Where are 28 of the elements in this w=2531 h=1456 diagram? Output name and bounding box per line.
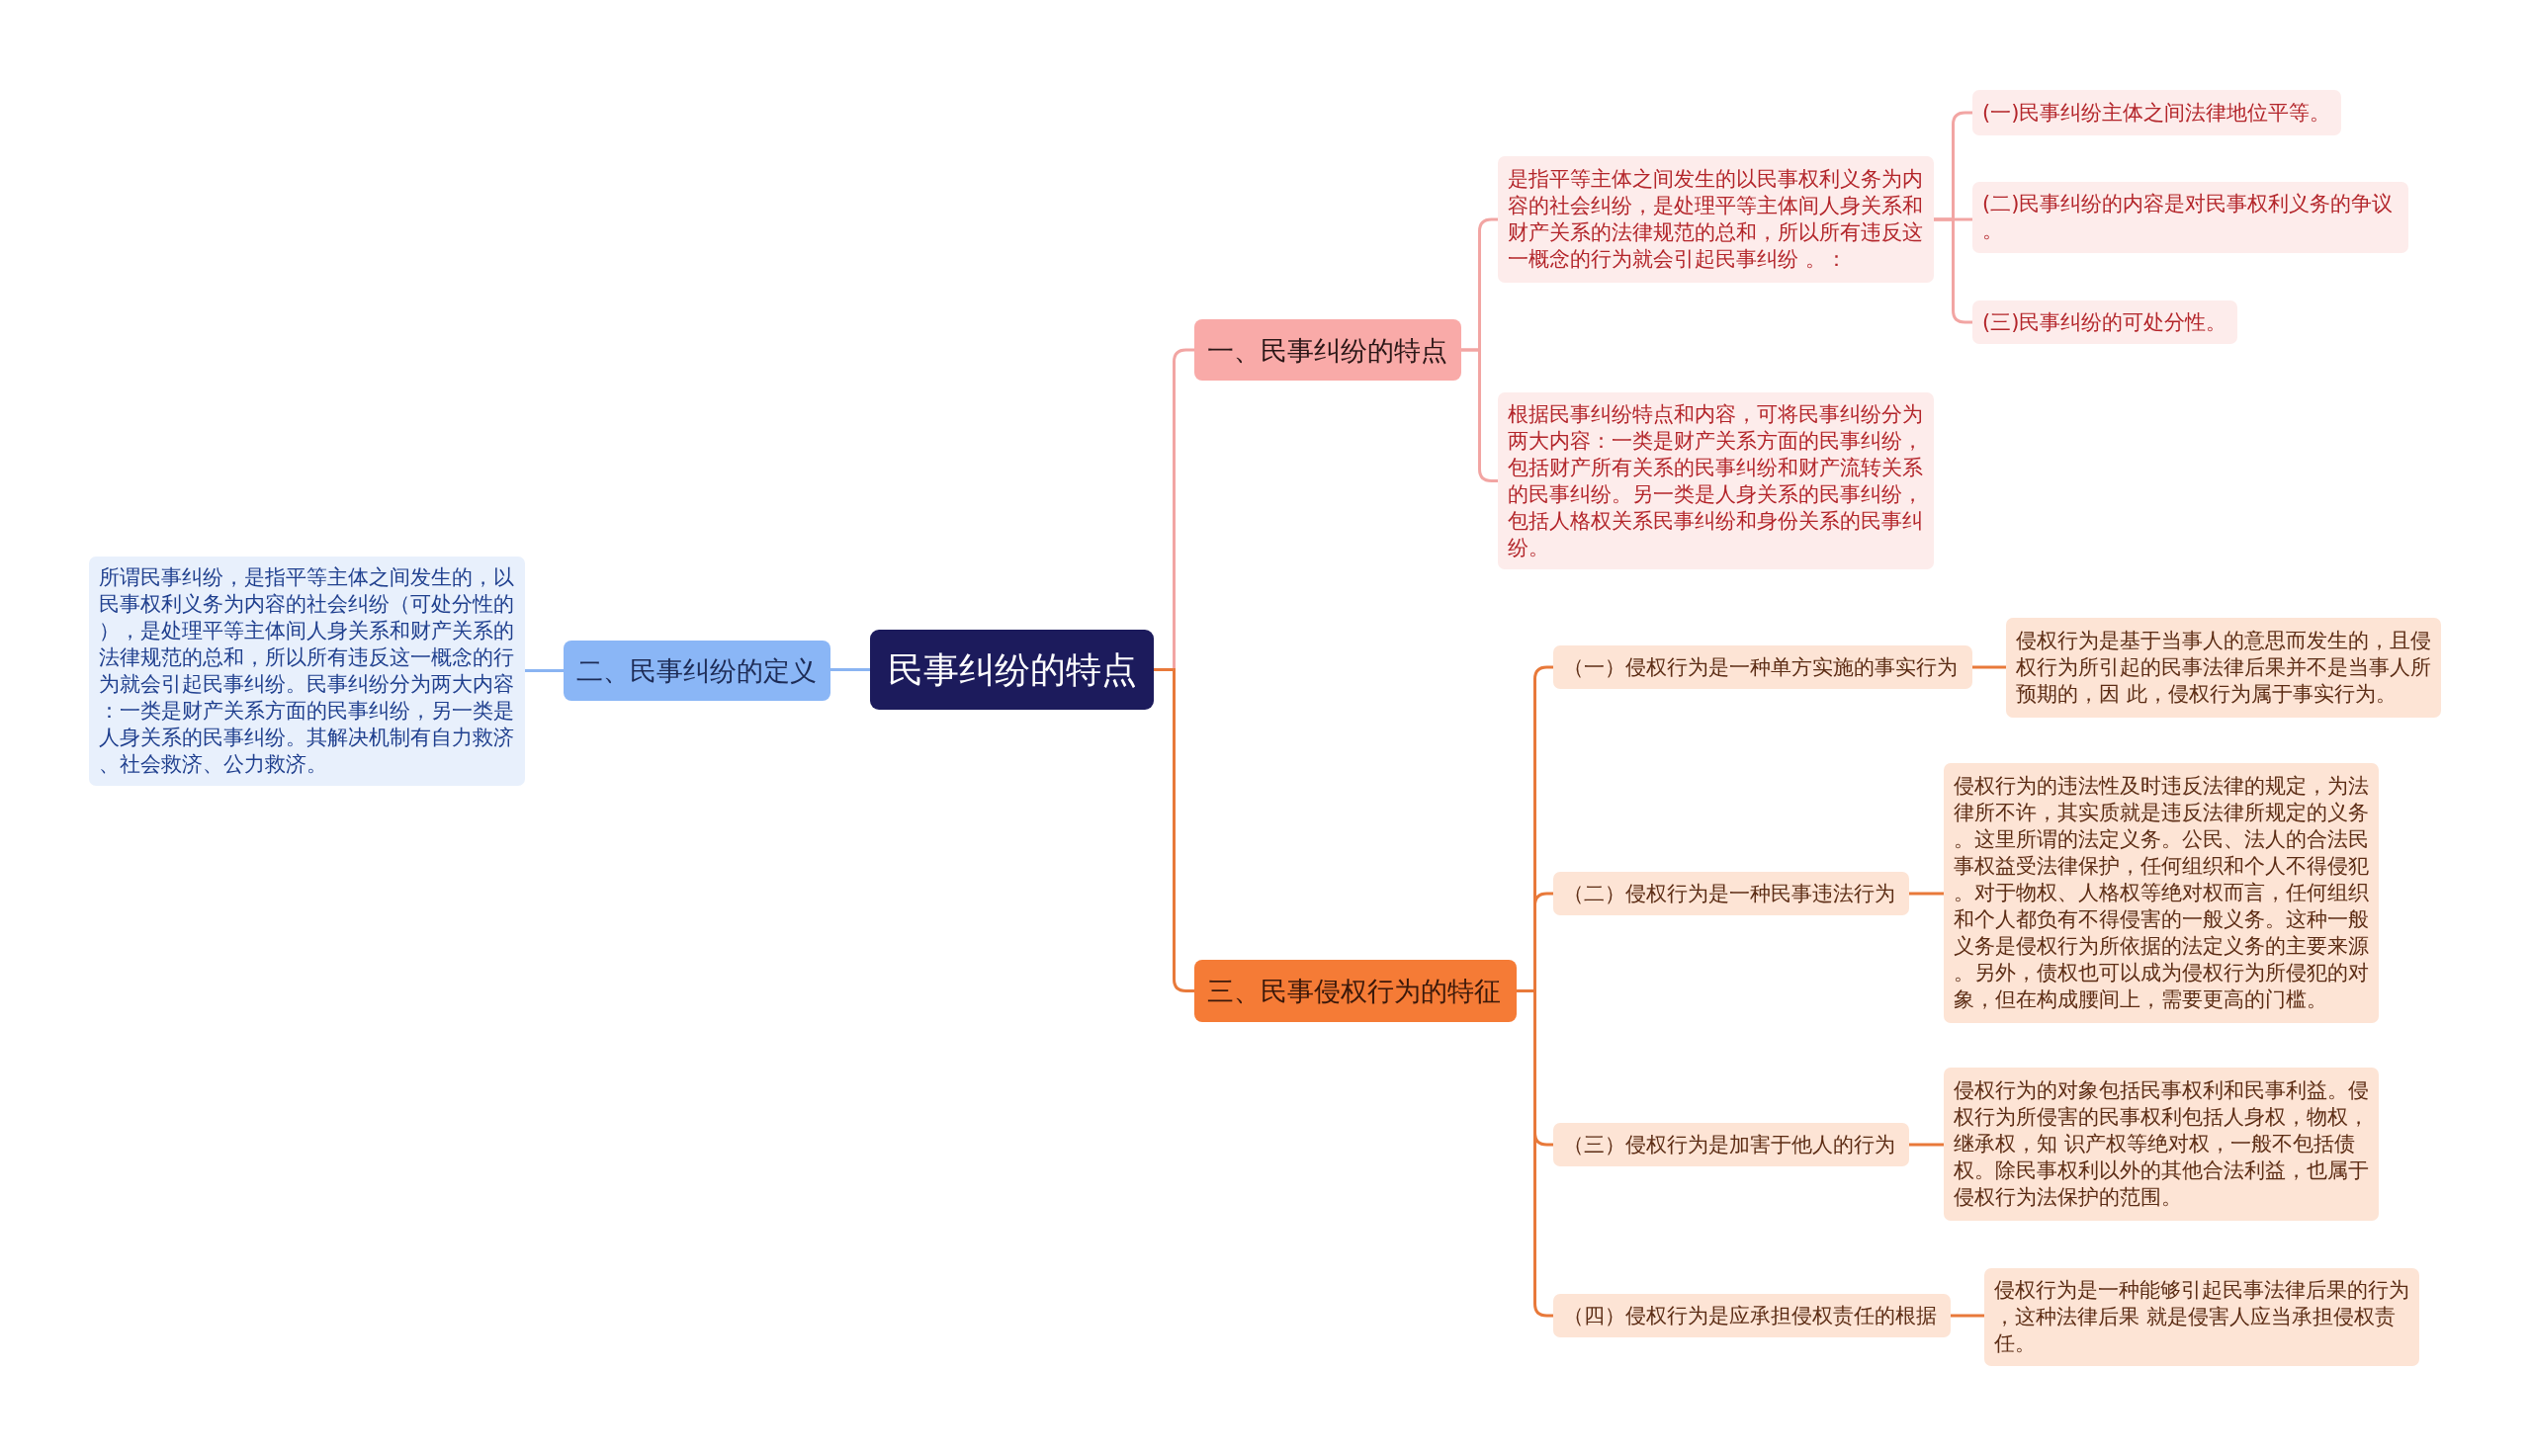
connector-line bbox=[1517, 989, 1553, 1318]
connector-line bbox=[1972, 665, 2006, 669]
subtopic-box: (二)民事纠纷的内容是对民事权利义务的争议。 bbox=[1972, 182, 2408, 253]
connector-line bbox=[1951, 1314, 1984, 1318]
topic-box: 三、民事侵权行为的特征 bbox=[1194, 960, 1517, 1022]
connector-line bbox=[525, 669, 564, 672]
central-topic: 民事纠纷的特点 bbox=[870, 630, 1154, 710]
subtopic-box: (一)民事纠纷主体之间法律地位平等。 bbox=[1972, 90, 2341, 135]
note-box: 侵权行为是基于当事人的意思而发生的，且侵权行为所引起的民事法律后果并不是当事人所预期的，因 此，侵权行为属于事实行为。 bbox=[2006, 618, 2441, 718]
note-box: 是指平等主体之间发生的以民事权利义务为内容的社会纠纷，是处理平等主体间人身关系和财产关系的法律规范的总和，所以所有违反这一概念的行为就会引起民事纠纷 。： bbox=[1498, 156, 1934, 283]
topic-box: 一、民事纠纷的特点 bbox=[1194, 319, 1461, 381]
subtopic-box: （二）侵权行为是一种民事违法行为 bbox=[1553, 872, 1909, 915]
connector-line bbox=[1909, 1143, 1944, 1147]
connector-line bbox=[830, 668, 870, 671]
subtopic-box: (三)民事纠纷的可处分性。 bbox=[1972, 300, 2237, 344]
note-box: 侵权行为是一种能够引起民事法律后果的行为，这种法律后果 就是侵害人应当承担侵权责任。 bbox=[1984, 1268, 2419, 1366]
connector-line bbox=[1934, 217, 1972, 324]
connector-line bbox=[1154, 668, 1194, 992]
subtopic-box: （一）侵权行为是一种单方实施的事实行为 bbox=[1553, 645, 1972, 689]
subtopic-box: （三）侵权行为是加害于他人的行为 bbox=[1553, 1123, 1909, 1166]
note-box: 根据民事纠纷特点和内容，可将民事纠纷分为两大内容：一类是财产关系方面的民事纠纷，包括财产所有关系的民事纠纷和财产流转关系的民事纠纷。另一类是人身关系的民事纠纷，包括人格权关系民事纠纷和身份关系的民事纠纷。 bbox=[1498, 392, 1934, 569]
note-box: 所谓民事纠纷，是指平等主体之间发生的，以民事权利义务为内容的社会纠纷（可处分性的），是处理平等主体间人身关系和财产关系的法律规范的总和，所以所有违反这一概念的行为就会引起民事纠纷。民事纠纷分为两大内容：一类是财产关系方面的民事纠纷，另一类是人身关系的民事纠纷。其解决机制有自力救济、社会救济、公力救济。 bbox=[89, 557, 525, 786]
connector-line bbox=[1461, 348, 1498, 482]
subtopic-box: （四）侵权行为是应承担侵权责任的根据 bbox=[1553, 1294, 1951, 1337]
note-box: 侵权行为的违法性及时违反法律的规定，为法律所不许，其实质就是违反法律所规定的义务。这里所谓的法定义务。公民、法人的合法民事权益受法律保护，任何组织和个人不得侵犯。对于物权、人格权等绝对权而言，任何组织和个人都负有不得侵害的一般义务。这种一般义务是侵权行为所依据的法定义务的主要来源。另外，债权也可以成为侵权行为所侵犯的对象，但在构成腰间上，需要更高的门槛。 bbox=[1944, 763, 2379, 1023]
note-box: 侵权行为的对象包括民事权利和民事利益。侵权行为所侵害的民事权利包括人身权，物权，继承权，知 识产权等绝对权，一般不包括债权。除民事权利以外的其他合法利益，也属于侵权行为法保护的范围。 bbox=[1944, 1068, 2379, 1221]
connector-line bbox=[1909, 892, 1944, 896]
topic-box: 二、民事纠纷的定义 bbox=[564, 641, 830, 701]
